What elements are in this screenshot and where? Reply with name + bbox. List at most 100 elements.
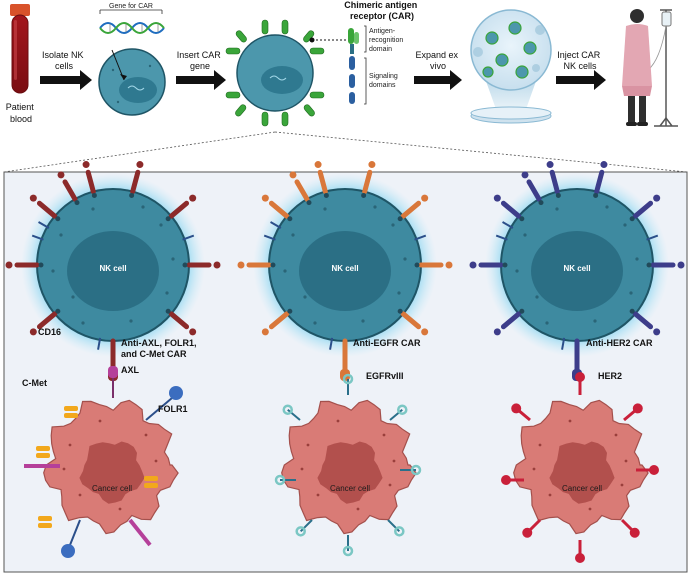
- nk-cell-granule: [515, 269, 519, 273]
- axl-antigen: [108, 366, 118, 378]
- her2-antigen: [632, 403, 643, 414]
- cancer-cell-granule: [356, 507, 360, 511]
- car-anchor: [306, 200, 312, 206]
- her2-antigen: [575, 372, 585, 382]
- her2-antigen: [522, 527, 533, 538]
- car-anchor: [397, 216, 403, 222]
- cancer-cell-granule: [538, 443, 542, 447]
- folr1-antigen-stem: [69, 519, 81, 546]
- car-anchor: [414, 262, 420, 268]
- cancer-cell-granule: [532, 467, 536, 471]
- car-anchor: [646, 262, 652, 268]
- cd16-receptor: [329, 337, 334, 350]
- her2-antigen: [501, 475, 511, 485]
- folr1-antigen-stem: [145, 397, 173, 421]
- egfr-antigen: [397, 404, 408, 415]
- nk-cell-gene-insert: [98, 48, 166, 116]
- gene-for-car-label: Gene for CAR: [109, 3, 153, 10]
- insert-label: Insert CAR gene: [177, 50, 224, 71]
- nk-cell-granule: [635, 257, 639, 261]
- car-receptor-head: [600, 161, 608, 169]
- car-anchor: [55, 308, 61, 314]
- cd16-receptor: [97, 337, 102, 350]
- car-receptor-head: [189, 194, 197, 202]
- car-receptor: [294, 179, 310, 202]
- car-receptor-head: [261, 328, 269, 336]
- petri-dish-icon: [470, 9, 552, 124]
- cmet-antigen: [36, 446, 50, 451]
- car-anchor: [361, 192, 367, 198]
- egfr-antigen: [274, 474, 286, 486]
- egfr-label: EGFRvIII: [366, 371, 404, 381]
- cancer-cell-granule: [620, 483, 624, 487]
- cancer-cell-granule: [306, 443, 310, 447]
- nk-cell-granule: [523, 233, 527, 237]
- egfr-antigen-stem: [389, 408, 403, 421]
- nk-cell-granule: [313, 321, 317, 325]
- car-anchor: [323, 192, 329, 198]
- nk-cell-label: NK cell: [99, 264, 126, 273]
- car-receptor: [500, 200, 522, 219]
- nk-cell-granule: [81, 321, 85, 325]
- car-receptor: [632, 311, 654, 330]
- car-anchor: [287, 308, 293, 314]
- car-anchor: [593, 192, 599, 198]
- cd16-receptor: [182, 234, 195, 241]
- car-receptor-head: [469, 261, 477, 269]
- nk-cell-granule: [593, 319, 597, 323]
- cancer-cell-granule: [388, 483, 392, 487]
- egfr-antigen: [342, 545, 354, 557]
- zoom-line-left: [3, 131, 276, 173]
- nk-cell-granule: [535, 295, 539, 299]
- folr1-antigen: [61, 544, 75, 558]
- egfr-antigen: [295, 526, 306, 537]
- car-receptor-head: [261, 194, 269, 202]
- cd16-receptor: [31, 234, 44, 241]
- car-receptor: [168, 311, 190, 330]
- axl-label: AXL: [121, 365, 140, 375]
- nk-cell-label: NK cell: [563, 264, 590, 273]
- antigen-domain-label: Antigen- recognition domain: [369, 28, 405, 53]
- her2-antigen: [511, 403, 522, 414]
- cancer-cell-granule: [98, 419, 102, 423]
- cancer-cell-granule: [62, 467, 66, 471]
- car-receptor-head: [421, 328, 429, 336]
- car-receptor-head: [289, 171, 297, 179]
- car-label: Anti-EGFR CAR: [353, 338, 421, 348]
- cancer-cell-granule: [392, 459, 396, 463]
- cancer-cell-granule: [316, 493, 320, 497]
- car-receptor: [130, 169, 141, 195]
- folr1-label: FOLR1: [158, 404, 188, 414]
- car-receptor-head: [237, 261, 245, 269]
- nk-cell-granule: [51, 269, 55, 273]
- car-title-label: Chimeric antigen receptor (CAR): [344, 0, 420, 21]
- cmet-antigen: [64, 413, 78, 418]
- car-label: Anti-HER2 CAR: [586, 338, 653, 348]
- car-anchor: [397, 308, 403, 314]
- cancer-cell-label: Cancer cell: [330, 484, 370, 493]
- car-anchor: [555, 192, 561, 198]
- car-receptor: [594, 169, 605, 195]
- car-receptor-head: [493, 328, 501, 336]
- nk-cell-granule: [165, 291, 169, 295]
- nk-cell-granule: [283, 269, 287, 273]
- car-anchor: [270, 262, 276, 268]
- car-receptor-head: [136, 161, 144, 169]
- expand-label: Expand ex vivo: [415, 50, 460, 71]
- car-anchor: [38, 262, 44, 268]
- car-receptor-head: [677, 261, 685, 269]
- her2-antigen: [575, 553, 585, 563]
- car-receptor: [268, 311, 290, 330]
- nk-cell-granule: [71, 295, 75, 299]
- car-anchor: [165, 216, 171, 222]
- car-receptor: [500, 311, 522, 330]
- car-label-line1: Anti-AXL, FOLR1,: [121, 338, 197, 348]
- zoom-line-right: [274, 131, 688, 173]
- cancer-cell-nucleus: [549, 441, 615, 504]
- nk-cell-granule: [291, 233, 295, 237]
- nk-cell-granule: [397, 291, 401, 295]
- car-anchor: [91, 192, 97, 198]
